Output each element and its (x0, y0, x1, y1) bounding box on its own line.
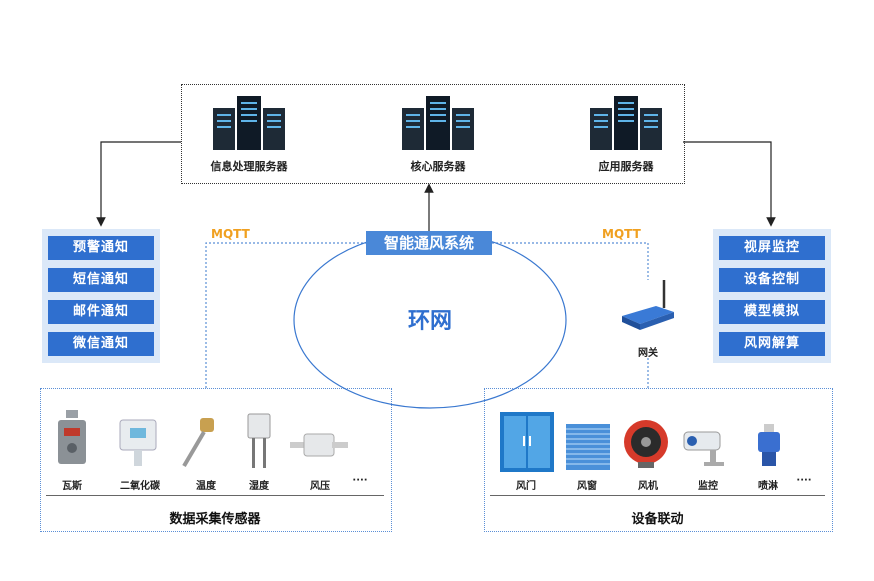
panel-item-warning: 预警通知 (48, 236, 154, 260)
alert-panel: 预警通知 短信通知 邮件通知 微信通知 (42, 229, 160, 363)
device-group-title: 设备联动 (631, 512, 684, 527)
wind-pressure-sensor-icon (290, 433, 348, 457)
panel-item-sms: 短信通知 (48, 268, 154, 292)
sensor-group-title: 数据采集传感器 (169, 512, 261, 527)
function-panel: 视屏监控 设备控制 模型模拟 风网解算 (713, 229, 831, 363)
camera-icon (683, 431, 724, 466)
sensor-group (40, 388, 392, 532)
panel-item-video: 视屏监控 (719, 236, 825, 260)
server-rack-icon (590, 96, 662, 150)
device-divider (490, 495, 825, 496)
sensor-divider (46, 495, 384, 496)
sensor-label-humidity: 湿度 (249, 481, 269, 492)
sensor-label-temperature: 温度 (196, 481, 216, 492)
server-label-info: 信息处理服务器 (210, 160, 288, 173)
device-label-camera: 监控 (698, 481, 718, 492)
air-window-icon (566, 424, 610, 470)
server-label-app: 应用服务器 (598, 160, 654, 173)
sensor-label-pressure: 风压 (310, 481, 330, 492)
panel-item-control: 设备控制 (719, 268, 825, 292)
sensor-label-gas: 瓦斯 (62, 481, 82, 492)
panel-item-wechat: 微信通知 (48, 332, 154, 356)
panel-item-network: 风网解算 (719, 332, 825, 356)
humidity-sensor-icon (247, 413, 271, 468)
device-label-window: 风窗 (577, 481, 597, 492)
server-rack-icon (402, 96, 474, 150)
sprinkler-icon (758, 424, 780, 466)
panel-item-email: 邮件通知 (48, 300, 154, 324)
device-label-door: 风门 (516, 481, 536, 492)
system-title: 智能通风系统 (366, 231, 492, 255)
air-door-icon (500, 412, 554, 472)
panel-item-model: 模型模拟 (719, 300, 825, 324)
mqtt-label-right: MQTT (602, 227, 641, 241)
temperature-sensor-icon (182, 418, 214, 468)
gateway-icon (622, 280, 674, 330)
ring-network-label: 环网 (407, 309, 452, 334)
server-label-core: 核心服务器 (410, 160, 466, 173)
server-rack-icon (213, 96, 285, 150)
device-label-fan: 风机 (638, 481, 658, 492)
sensor-more: ···· (352, 475, 368, 486)
mqtt-label-left: MQTT (211, 227, 250, 241)
gateway-label: 网关 (638, 348, 658, 359)
device-label-sprinkler: 喷淋 (758, 481, 778, 492)
device-more: ···· (796, 475, 812, 486)
device-group (484, 388, 833, 532)
gas-sensor-icon (58, 410, 86, 464)
fan-icon (624, 420, 668, 468)
sensor-label-co2: 二氧化碳 (120, 481, 160, 492)
co2-sensor-icon (119, 419, 157, 466)
